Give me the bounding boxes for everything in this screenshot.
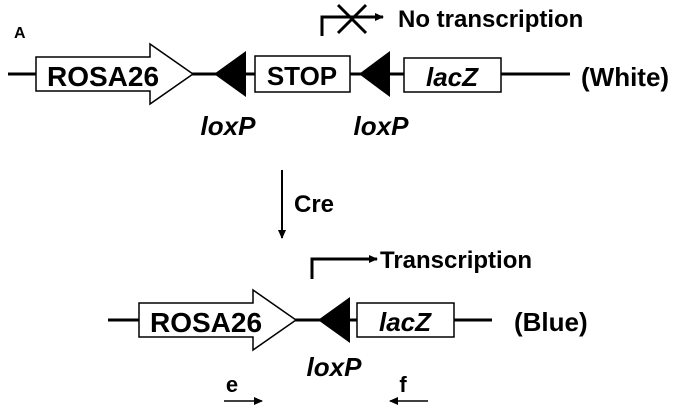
top-construct: ROSA26 loxP STOP loxP lacZ (White) No tr… (8, 3, 669, 141)
top-stop-box (254, 55, 351, 93)
top-loxp-1-label: loxP (201, 111, 257, 141)
primers: e f (224, 372, 428, 405)
panel-label: A (14, 25, 26, 42)
bottom-loxp-triangle (318, 297, 350, 343)
top-stop-label: STOP (267, 61, 337, 91)
bottom-lacz-box (356, 302, 455, 338)
top-lacz-box (403, 57, 502, 93)
bottom-transcription-arrow (310, 255, 378, 279)
block-x-stroke-2 (336, 3, 368, 35)
transcription-label: Transcription (380, 247, 532, 274)
bottom-lacz-label: lacZ (379, 307, 432, 337)
top-rosa26-label: ROSA26 (47, 61, 159, 92)
primer-e-label: e (226, 372, 238, 397)
top-transcription-arrow (320, 13, 384, 36)
top-loxp-2-triangle (359, 51, 390, 97)
top-color-label: (White) (581, 62, 669, 92)
bottom-construct: Transcription ROSA26 loxP lacZ (Blue) (108, 247, 588, 382)
bottom-rosa26-label: ROSA26 (150, 307, 262, 338)
top-lacz-label: lacZ (426, 62, 479, 92)
bottom-color-label: (Blue) (514, 307, 588, 337)
no-transcription-label: No transcription (398, 6, 583, 33)
cre-label: Cre (294, 191, 334, 218)
cre-step: Cre (278, 170, 334, 239)
top-loxp-1-triangle (214, 51, 246, 97)
bottom-loxp-label: loxP (307, 352, 363, 382)
top-rosa26-promoter-arrow (35, 42, 195, 106)
bottom-rosa26-promoter-arrow (138, 288, 298, 352)
primer-f-label: f (399, 372, 407, 397)
top-loxp-2-label: loxP (354, 111, 410, 141)
